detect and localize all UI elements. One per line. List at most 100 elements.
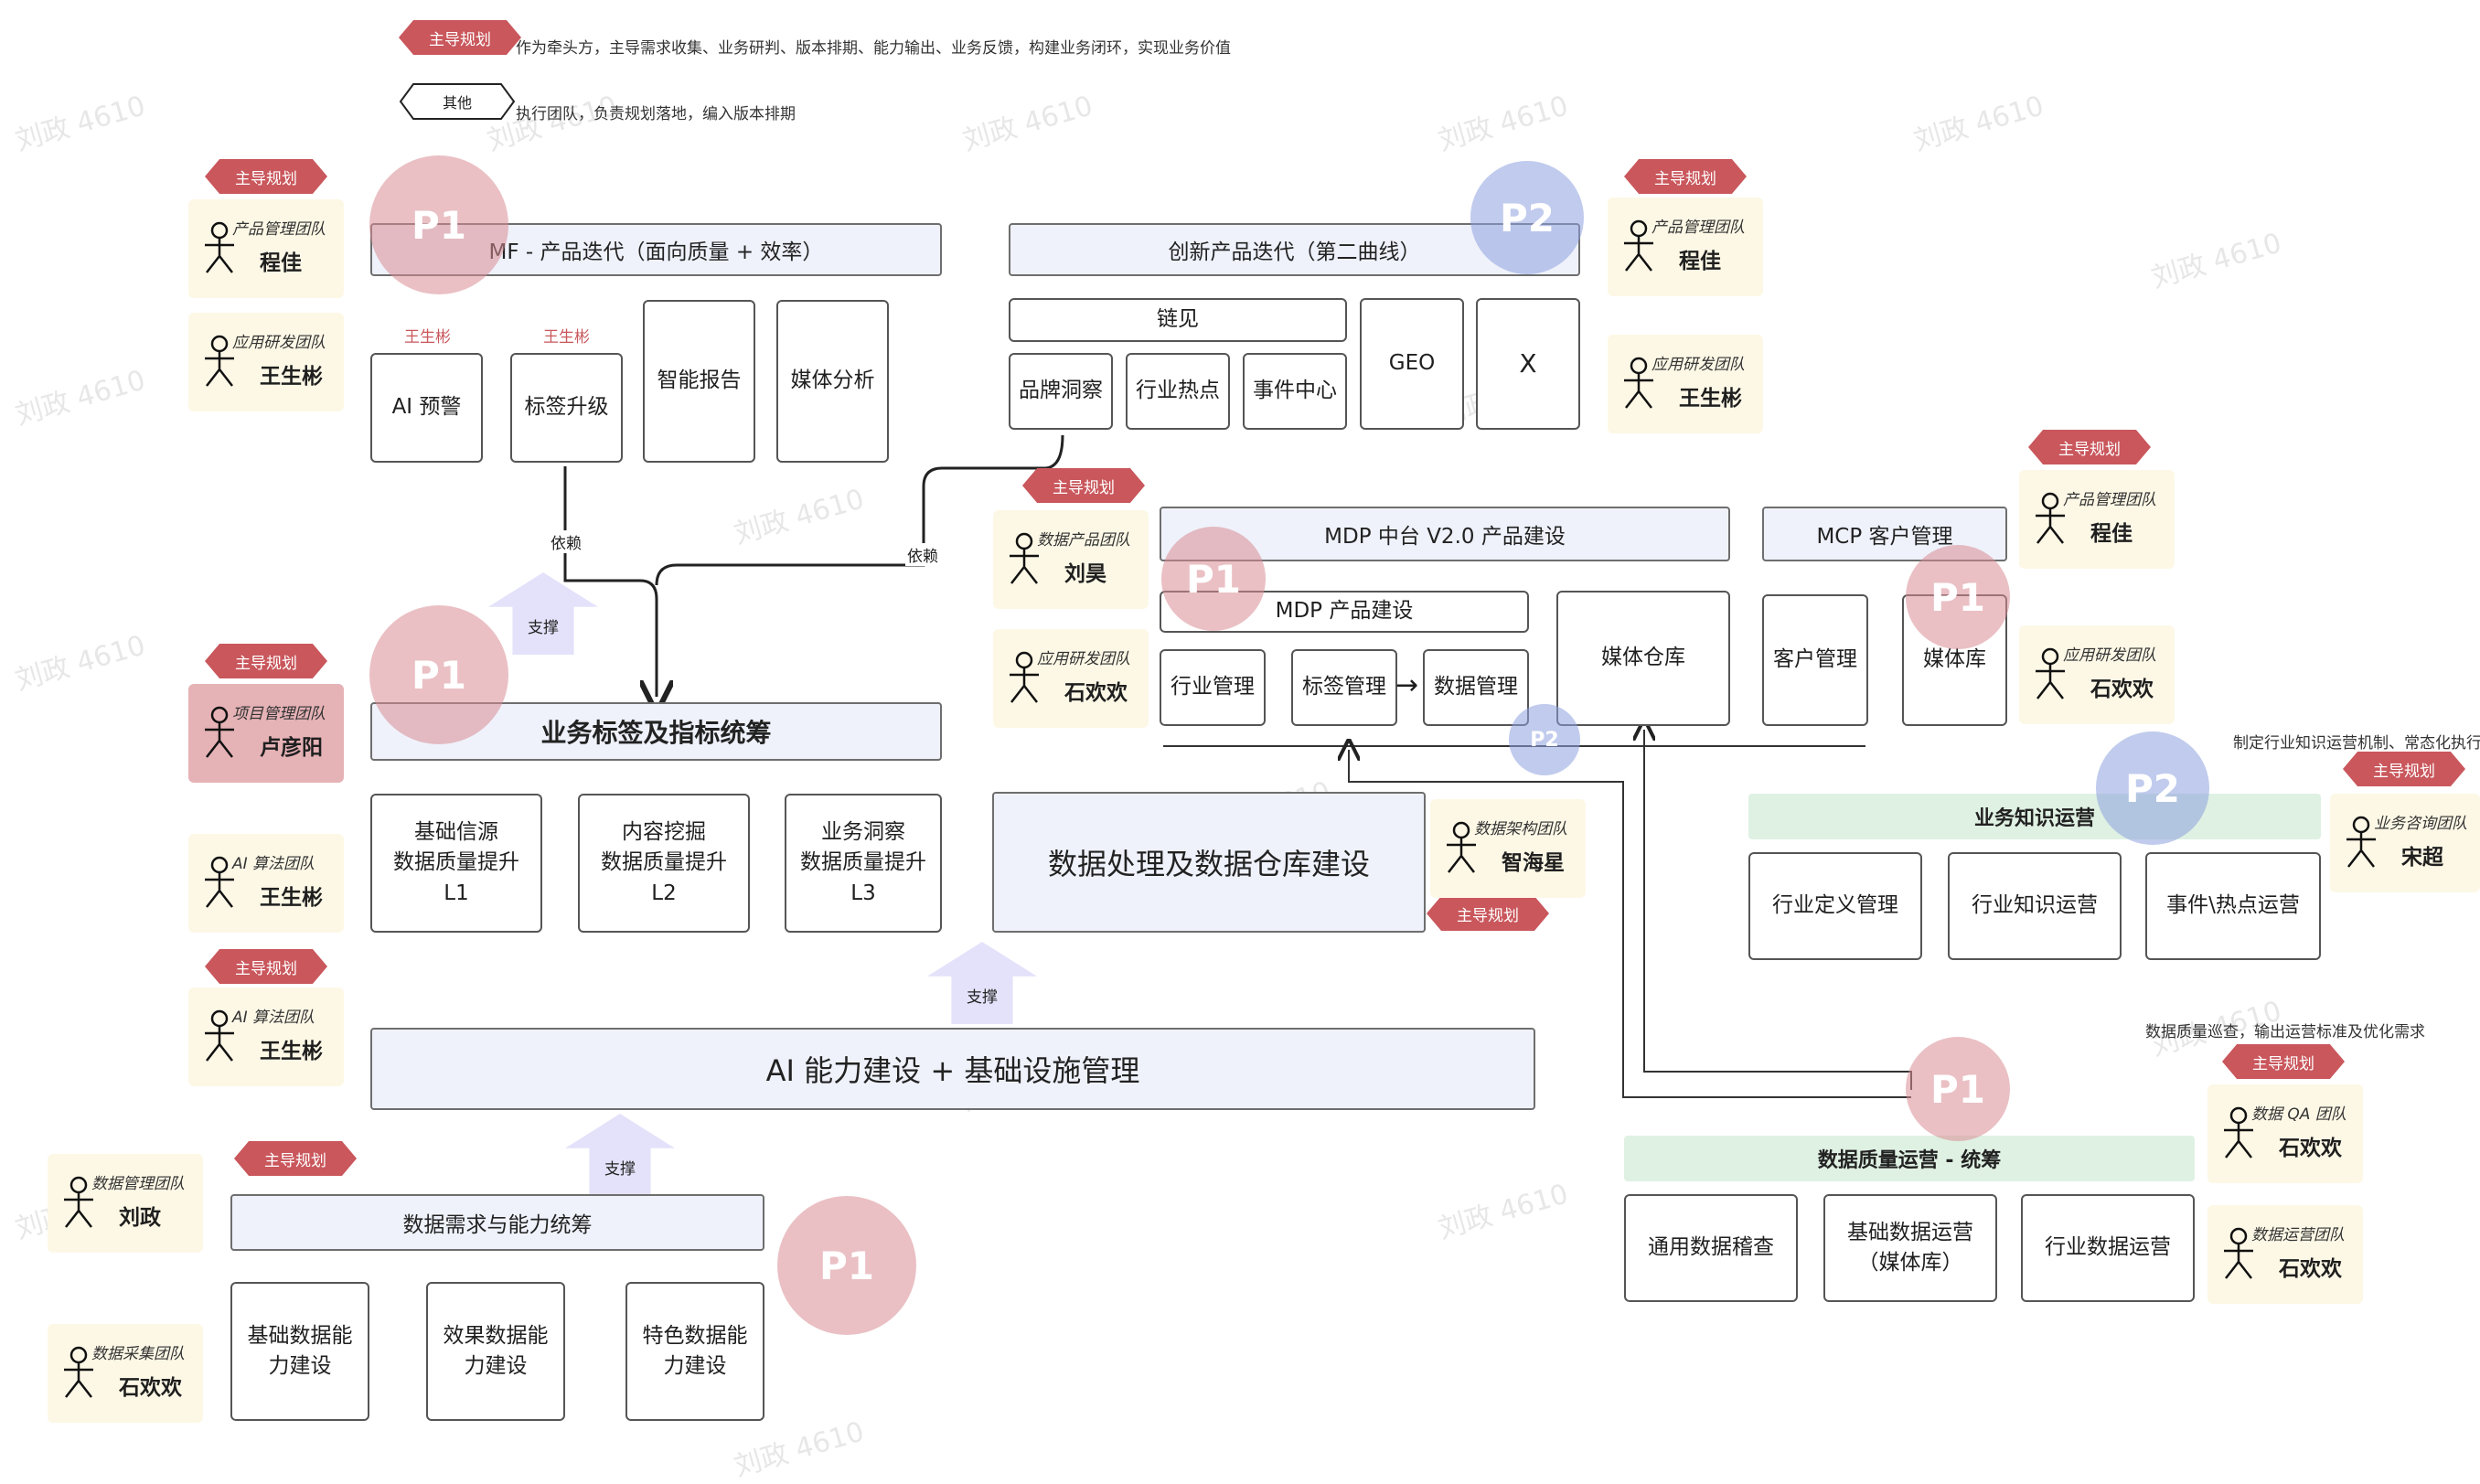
person-name: 石欢欢 xyxy=(2279,1257,2342,1281)
mf-item-ai-alert[interactable]: AI 预警 xyxy=(370,353,483,463)
person-name: 卢彦阳 xyxy=(260,736,323,760)
quality-feedback-line-2 xyxy=(1349,750,1911,1098)
person-team: 应用研发团队 xyxy=(1652,356,1745,374)
quality-note: 数据质量巡查，输出运营标准及优化需求 xyxy=(2145,1023,2425,1041)
innov-lianjian[interactable]: 链见 xyxy=(1009,298,1347,342)
innov-item-brand[interactable]: 品牌洞察 xyxy=(1009,353,1113,430)
person-card: 应用研发团队 王生彬 xyxy=(188,313,344,411)
person-team: 产品管理团队 xyxy=(232,220,326,239)
person-icon xyxy=(2036,492,2065,544)
person-card: 应用研发团队 石欢欢 xyxy=(993,629,1149,728)
legend-other-tag: 其他 xyxy=(399,82,516,121)
person-team: 数据架构团队 xyxy=(1474,820,1567,838)
person-icon xyxy=(205,335,234,387)
person-card: AI 算法团队 王生彬 xyxy=(188,988,344,1086)
quality-item-basic[interactable]: 基础数据运营 （媒体库） xyxy=(1823,1194,1997,1302)
support-arrow-bizlabel: 支撑 xyxy=(488,572,598,655)
person-card: 项目管理团队 卢彦阳 xyxy=(188,684,344,783)
support-label: 支撑 xyxy=(528,619,559,637)
mf-item-smart-report[interactable]: 智能报告 xyxy=(643,300,755,463)
ai-infra-bar[interactable]: AI 能力建设 + 基础设施管理 xyxy=(370,1028,1535,1110)
datareq-header[interactable]: 数据需求与能力统筹 xyxy=(230,1194,764,1251)
bizlabel-item-l1[interactable]: 基础信源 数据质量提升 L1 xyxy=(370,794,542,933)
mdp-item-data[interactable]: 数据管理 xyxy=(1423,649,1529,726)
innov-item-x[interactable]: X xyxy=(1476,298,1580,430)
datareq-item-feature[interactable]: 特色数据能 力建设 xyxy=(625,1282,764,1421)
lead-tag: 主导规划 xyxy=(1624,159,1747,194)
innov-item-event[interactable]: 事件中心 xyxy=(1243,353,1347,430)
mf-item-media-analysis[interactable]: 媒体分析 xyxy=(776,300,889,463)
person-team: 产品管理团队 xyxy=(1652,219,1745,237)
person-team: 数据 QA 团队 xyxy=(2251,1105,2346,1124)
knowledge-item-event[interactable]: 事件\热点运营 xyxy=(2145,852,2321,960)
person-card: 产品管理团队 程佳 xyxy=(188,199,344,298)
lead-tag: 主导规划 xyxy=(2343,752,2465,786)
person-icon xyxy=(205,706,234,758)
priority-badge-p1: P1 xyxy=(1906,1037,2010,1141)
mdp-item-warehouse[interactable]: 媒体仓库 xyxy=(1556,591,1730,726)
person-name: 程佳 xyxy=(260,251,302,275)
person-name: 王生彬 xyxy=(260,365,323,389)
support-label: 支撑 xyxy=(967,988,998,1007)
knowledge-header[interactable]: 业务知识运营 xyxy=(1748,794,2321,839)
person-icon xyxy=(2036,647,2065,699)
priority-badge-p1: P1 xyxy=(1906,545,2010,649)
person-icon xyxy=(2224,1227,2253,1279)
person-team: 应用研发团队 xyxy=(232,334,326,352)
person-team: 数据采集团队 xyxy=(91,1345,185,1363)
mf-owner-2: 王生彬 xyxy=(543,328,590,347)
support-label: 支撑 xyxy=(604,1160,636,1179)
person-name: 王生彬 xyxy=(260,886,323,910)
person-team: 产品管理团队 xyxy=(2063,491,2156,509)
dataproc-box[interactable]: 数据处理及数据仓库建设 xyxy=(992,792,1426,933)
person-icon xyxy=(205,221,234,273)
bizlabel-item-l3[interactable]: 业务洞察 数据质量提升 L3 xyxy=(785,794,942,933)
mdp-item-industry[interactable]: 行业管理 xyxy=(1160,649,1266,726)
legend-other-desc: 执行团队，负责规划落地，编入版本排期 xyxy=(516,105,796,123)
person-card: 业务咨询团队 宋超 xyxy=(2330,794,2480,892)
person-icon xyxy=(1010,532,1039,584)
person-name: 王生彬 xyxy=(260,1040,323,1063)
person-team: 业务咨询团队 xyxy=(2374,815,2467,833)
mdp-item-tag[interactable]: 标签管理 xyxy=(1291,649,1397,726)
person-name: 程佳 xyxy=(2090,522,2133,546)
person-card: 数据运营团队 石欢欢 xyxy=(2207,1205,2363,1304)
mdp-arrow: → xyxy=(1395,669,1419,701)
quality-header[interactable]: 数据质量运营 - 统筹 xyxy=(1624,1136,2195,1181)
person-card: 数据采集团队 石欢欢 xyxy=(48,1324,203,1423)
priority-badge-p2: P2 xyxy=(1470,161,1584,274)
person-name: 刘昊 xyxy=(1064,562,1106,586)
person-icon xyxy=(2224,1106,2253,1158)
knowledge-item-ops[interactable]: 行业知识运营 xyxy=(1948,852,2122,960)
person-name: 智海星 xyxy=(1502,851,1565,875)
person-icon xyxy=(205,1009,234,1062)
lead-tag: 主导规划 xyxy=(205,644,327,678)
person-team: 数据运营团队 xyxy=(2251,1226,2345,1244)
person-team: 项目管理团队 xyxy=(232,705,326,723)
lead-tag: 主导规划 xyxy=(1022,468,1145,503)
person-card: 产品管理团队 程佳 xyxy=(1608,198,1763,296)
mf-item-tag-upgrade[interactable]: 标签升级 xyxy=(510,353,623,463)
person-team: 数据管理团队 xyxy=(91,1175,185,1193)
bizlabel-item-l2[interactable]: 内容挖掘 数据质量提升 L2 xyxy=(578,794,750,933)
innov-item-geo[interactable]: GEO xyxy=(1360,298,1464,430)
datareq-item-basic[interactable]: 基础数据能 力建设 xyxy=(230,1282,369,1421)
person-icon xyxy=(1624,357,1653,409)
depend-label-mf: 依赖 xyxy=(549,530,583,553)
person-team: 数据产品团队 xyxy=(1037,531,1130,550)
person-card: 产品管理团队 程佳 xyxy=(2019,470,2175,569)
knowledge-item-def[interactable]: 行业定义管理 xyxy=(1748,852,1922,960)
lead-tag: 主导规划 xyxy=(205,949,327,984)
lead-tag: 主导规划 xyxy=(1427,896,1549,931)
innov-item-hotspot[interactable]: 行业热点 xyxy=(1126,353,1230,430)
person-card: 数据产品团队 刘昊 xyxy=(993,510,1149,609)
person-name: 石欢欢 xyxy=(2279,1137,2342,1160)
person-team: AI 算法团队 xyxy=(232,1009,315,1027)
person-icon xyxy=(2346,816,2376,868)
quality-item-industry[interactable]: 行业数据运营 xyxy=(2021,1194,2195,1302)
mcp-item-customer[interactable]: 客户管理 xyxy=(1762,594,1868,726)
quality-item-audit[interactable]: 通用数据稽查 xyxy=(1624,1194,1798,1302)
datareq-item-effect[interactable]: 效果数据能 力建设 xyxy=(426,1282,565,1421)
depend-label-innov: 依赖 xyxy=(905,543,940,566)
person-icon xyxy=(205,856,234,908)
